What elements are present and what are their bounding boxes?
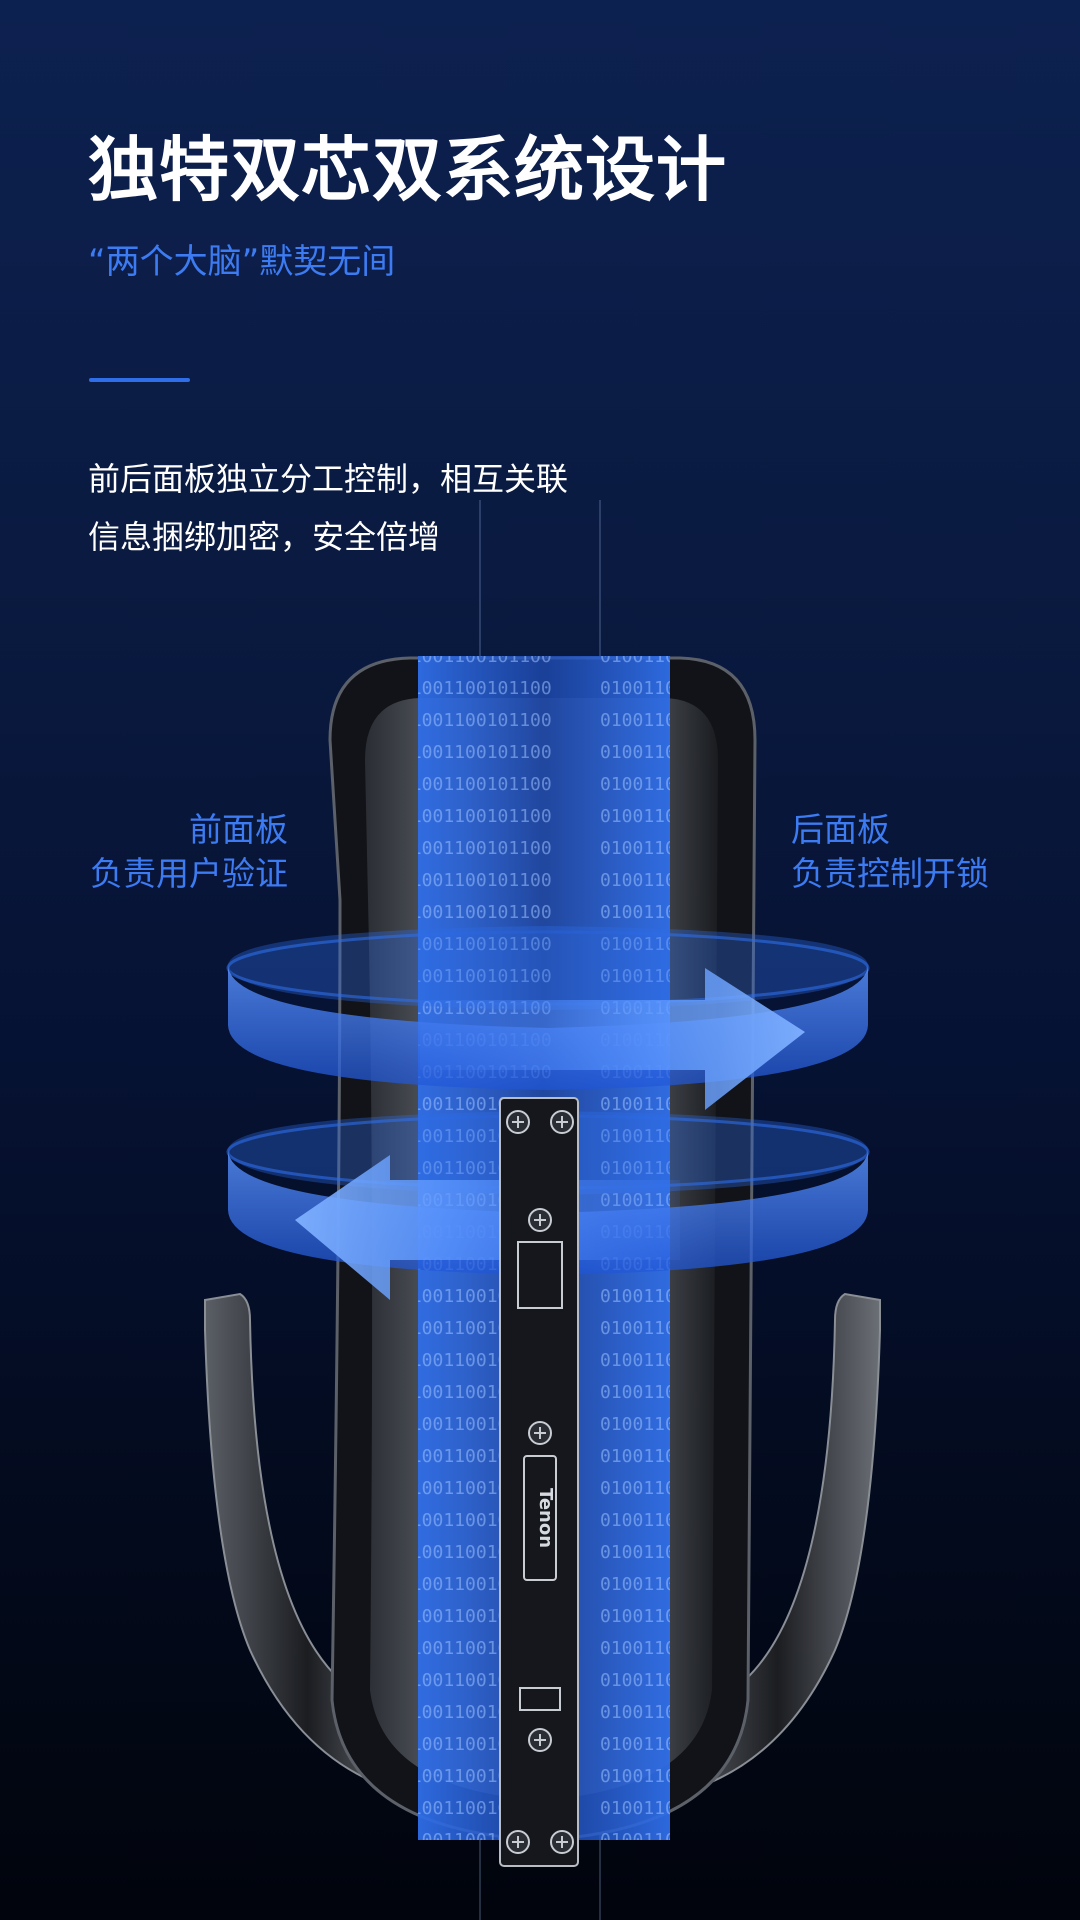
front-panel-title: 前面板	[189, 810, 288, 849]
description-line-1: 前后面板独立分工控制，相互关联	[88, 460, 569, 498]
latch-slot	[517, 1241, 563, 1309]
mortise-faceplate	[499, 1097, 579, 1867]
right-arrow-icon	[420, 968, 805, 1110]
left-arrow-icon	[295, 1155, 680, 1300]
front-panel-role: 负责用户验证	[90, 854, 288, 893]
brand-plate	[523, 1455, 557, 1581]
upper-ring-top	[228, 926, 868, 1010]
deadbolt-slot	[519, 1687, 561, 1711]
front-panel-label: 前面板 负责用户验证	[90, 808, 288, 896]
page-title: 独特双芯双系统设计	[88, 129, 727, 211]
brand-logo: Tenon	[535, 1488, 556, 1548]
back-panel-label: 后面板 负责控制开锁	[791, 808, 989, 896]
description-line-2: 信息捆绑加密，安全倍增	[88, 518, 441, 556]
back-panel-role: 负责控制开锁	[791, 854, 989, 893]
page-subtitle: “两个大脑”默契无间	[88, 242, 396, 282]
accent-divider	[89, 378, 190, 382]
back-panel-title: 后面板	[791, 810, 890, 849]
screw-cross-icons	[512, 1116, 568, 1848]
